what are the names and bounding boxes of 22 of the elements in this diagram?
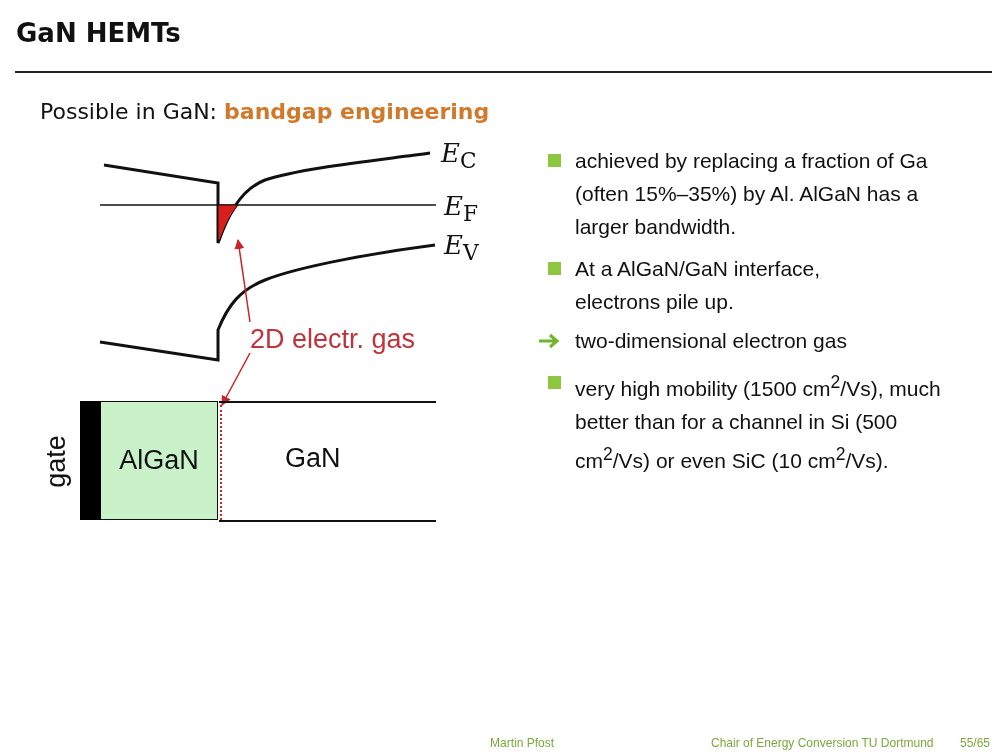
algan-layer: AlGaN	[101, 401, 218, 520]
band-label: E$_{V}$	[444, 230, 479, 266]
page-number: 55/65	[960, 736, 991, 750]
annotation-text: 2D electr. gas	[250, 324, 416, 355]
subtitle-text: Possible in GaN: bandgap engineering	[40, 99, 490, 124]
leader-arrow	[221, 352, 251, 406]
bullet-text: At a AlGaN/GaN interface, electrons pile up.	[575, 256, 822, 315]
layer-label: GaN	[285, 443, 341, 474]
footer-text: Chair of Energy Conversion TU Dortmund	[711, 736, 934, 750]
slide-title: GaN HEMTs	[16, 18, 181, 48]
band-label: E$_{C}$	[441, 138, 477, 174]
leader-arrow	[234, 239, 251, 323]
gate-electrode	[80, 401, 101, 520]
bullet-text: achieved by replacing a fraction of Ga (often 15%–35%) by Al. AlGaN has a larger bandwidth.	[575, 148, 929, 240]
electron-gas-triangle	[217, 204, 239, 241]
bullet-text: very high mobility (1500 cm$^{2}$/Vs), much better than for a channel in Si (500 cm$^{2}$/Vs) or even SiC (10 cm$^{2}$/Vs).	[575, 371, 942, 474]
gan-layer	[219, 401, 436, 522]
footer-text: Martin Pfost	[490, 736, 555, 750]
band-label: E$_{F}$	[444, 191, 478, 227]
bullet-text: two-dimensional electron gas	[575, 328, 848, 354]
interface-line	[220, 405, 222, 520]
gate-label: gate	[40, 435, 72, 488]
